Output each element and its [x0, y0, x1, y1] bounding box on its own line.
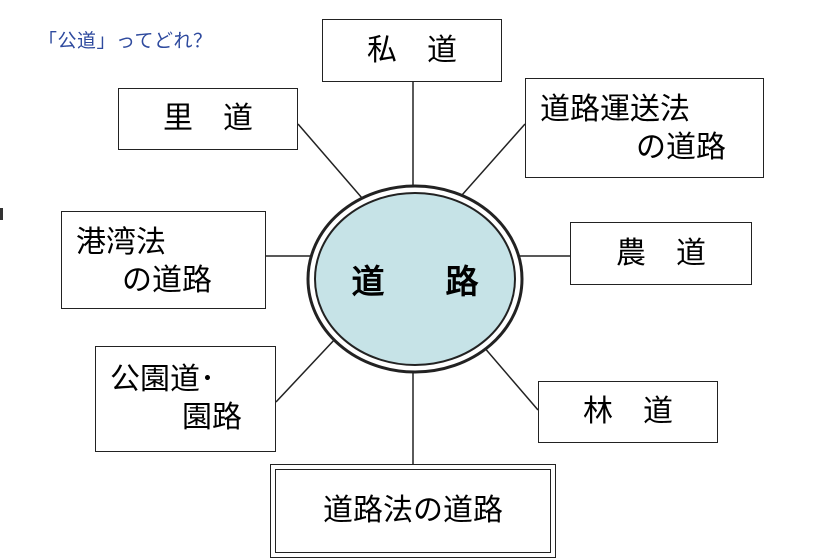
connector-village-road [297, 123, 363, 199]
node-harbor-line1: 港湾法 [76, 225, 166, 260]
node-park-line1: 公園道･ [110, 362, 215, 397]
node-road-act-inner: 道路法の道路 [275, 469, 551, 553]
node-forest-road-label: 林 道 [583, 394, 673, 430]
node-private-road-label: 私 道 [367, 32, 457, 68]
center-label: 道 路 [351, 262, 493, 301]
node-park-line2: 園路 [182, 399, 242, 435]
connector-park [275, 337, 337, 403]
center-ellipse [306, 184, 524, 374]
node-road-act: 道路法の道路 [270, 464, 556, 558]
node-farm-road-label: 農 道 [616, 235, 706, 271]
node-harbor-act: 港湾法 の道路 [61, 211, 266, 309]
node-road-transport-line1: 道路運送法 [540, 92, 690, 127]
node-village-road: 里 道 [118, 88, 298, 150]
diagram-caption: 「公道」ってどれ？ [38, 30, 213, 52]
node-village-road-label: 里 道 [163, 101, 253, 137]
node-forest-road: 林 道 [538, 381, 718, 443]
connector-road-transport [461, 123, 526, 196]
edge-mark [0, 208, 3, 220]
node-road-act-label: 道路法の道路 [323, 493, 503, 529]
node-harbor-line2: の道路 [122, 262, 212, 298]
connector-forest-road [482, 345, 539, 411]
center-node: 道 路 [308, 186, 522, 372]
node-farm-road: 農 道 [570, 222, 752, 285]
node-road-transport-act: 道路運送法 の道路 [525, 78, 764, 178]
node-road-transport-line2: の道路 [636, 129, 726, 165]
center-ellipse-fill [314, 192, 516, 366]
node-park-road: 公園道･ 園路 [95, 346, 276, 452]
node-private-road: 私 道 [322, 19, 502, 82]
